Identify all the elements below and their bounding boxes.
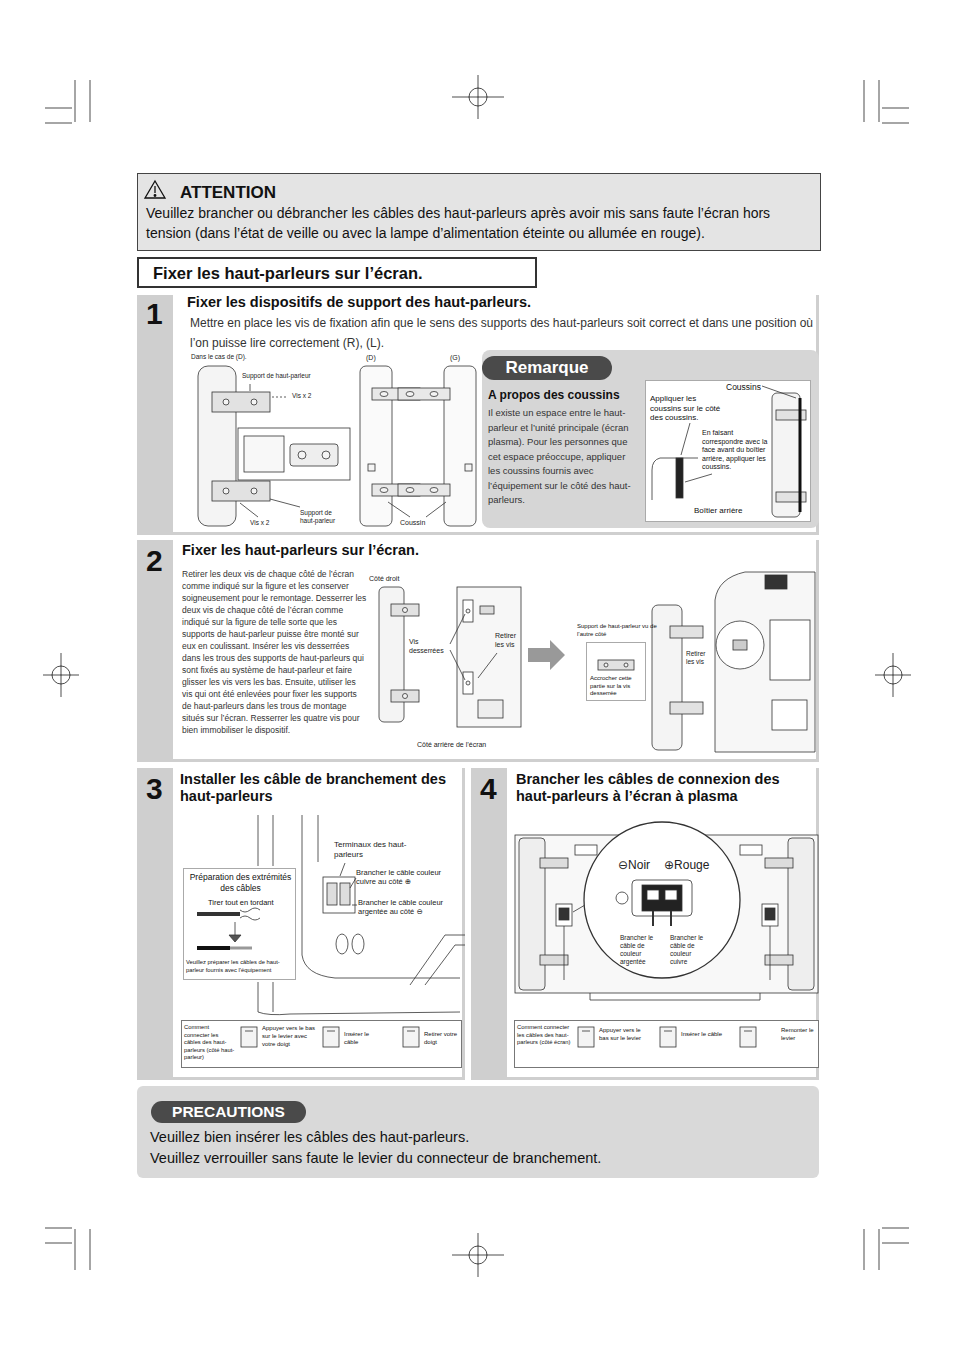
- step-number: 2: [146, 544, 163, 578]
- step-number: 1: [146, 297, 163, 331]
- step-heading: Installer les câble de branchement des h…: [180, 771, 463, 805]
- step-text: Mettre en place les vis de fixation afin…: [190, 313, 815, 353]
- warning-box: ATTENTIONVeuillez brancher ou débrancher…: [137, 173, 821, 251]
- callout-label: Coussin: [400, 519, 425, 528]
- warning-text: Veuillez brancher ou débrancher les câbl…: [146, 203, 814, 243]
- step-heading: Fixer les haut-parleurs sur l’écran.: [182, 542, 419, 559]
- callout-label: Terminaux des haut-parleurs: [334, 840, 414, 860]
- step-heading: Fixer les dispositifs de support des hau…: [187, 294, 807, 311]
- precaution-line: Veuillez verrouiller sans faute le levie…: [150, 1150, 810, 1167]
- callout-label: (D): [366, 354, 376, 363]
- callout-label: Retirer les vis: [495, 632, 519, 649]
- figure-note: Appliquer les coussins sur le côté des c…: [650, 394, 728, 423]
- callout-label: Brancher le câble de couleur argentée: [620, 934, 666, 966]
- strip-step: Retirer votre doigt: [424, 1030, 460, 1046]
- section-title-box: Fixer les haut-parleurs sur l’écran.: [137, 257, 537, 288]
- callout-label: Dans le cas de (D).: [191, 353, 247, 362]
- callout-label: Vis x 2: [250, 519, 269, 528]
- inset-note: Accrocher cette partie sur la vis desser…: [590, 675, 644, 698]
- strip-step: Appuyer vers le bas sur le levier avec v…: [262, 1024, 318, 1048]
- callout-label: ⊖Noir: [618, 858, 650, 872]
- warning-heading: ATTENTION: [180, 183, 276, 203]
- callout-label: Retirer les vis: [686, 650, 710, 666]
- step-text: Retirer les deux vis de chaque côté de l…: [182, 568, 367, 736]
- figure-note: Veuillez préparer les câbles de haut-par…: [186, 959, 295, 974]
- strip-step: Insérer le câble: [681, 1030, 726, 1038]
- strip-step: Appuyer vers le bas sur le levier: [599, 1026, 651, 1042]
- callout-label: Côté droit: [369, 575, 399, 584]
- precautions-badge: PRECAUTIONS: [151, 1101, 306, 1123]
- step-number: 3: [146, 772, 163, 806]
- step-heading: Brancher les câbles de connexion des hau…: [516, 771, 814, 805]
- box-heading: Préparation des extrémités des câbles: [187, 872, 294, 893]
- callout-label: Support de haut-parleur: [242, 372, 311, 381]
- note-badge: Remarque: [482, 356, 612, 380]
- note-heading: A propos des coussins: [488, 388, 620, 402]
- part-name: Coussins: [726, 382, 761, 392]
- callout-label: Support de haut-parleur: [300, 509, 346, 525]
- callout-label: Côté arrière de l’écran: [417, 741, 486, 750]
- callout-label: Brancher le câble couleur argentée au cô…: [358, 898, 458, 916]
- note-panel: Remarque A propos des coussins Il existe u…: [482, 350, 819, 528]
- part-name: Boîtier arrière: [694, 506, 742, 516]
- strip-heading: Comment connecter les câbles des haut-pa…: [184, 1024, 236, 1062]
- strip-heading: Comment connecter les câbles des haut-pa…: [517, 1024, 573, 1047]
- strip-step: Remonter le levier: [781, 1026, 817, 1042]
- strip-step: Insérer le câble: [344, 1030, 382, 1046]
- precautions-panel: PRECAUTIONS Veuillez bien insérer les câb…: [137, 1086, 819, 1178]
- figure-note: En faisant correspondre avec la face ava…: [702, 429, 770, 472]
- howto-strip: Comment connecter les câbles des haut-pa…: [181, 1020, 462, 1068]
- note-text: Il existe un espace entre le haut-parleu…: [488, 406, 638, 508]
- callout-label: Vis x 2: [292, 392, 311, 401]
- callout-label: ⊕Rouge: [664, 858, 709, 872]
- inset-heading: Support de haut-parleur vu de l’autre cô…: [577, 623, 659, 638]
- callout-label: Brancher le câble de couleur cuivre: [670, 934, 708, 966]
- callout-label: (G): [450, 354, 460, 363]
- precaution-line: Veuillez bien insérer les câbles des hau…: [150, 1129, 810, 1146]
- cable-prep-box: Préparation des extrémités des câblesTir…: [183, 868, 296, 980]
- callout-label: Vis desserrées: [409, 638, 449, 655]
- callout-label: Brancher le câble couleur cuivre au côté…: [356, 868, 456, 886]
- figure-note: Tirer tout en tordant: [208, 898, 274, 907]
- section-title: Fixer les haut-parleurs sur l’écran.: [153, 264, 423, 284]
- detail-inset: Support de haut-parleur vu de l’autre cô…: [586, 642, 646, 701]
- step-number: 4: [480, 772, 497, 806]
